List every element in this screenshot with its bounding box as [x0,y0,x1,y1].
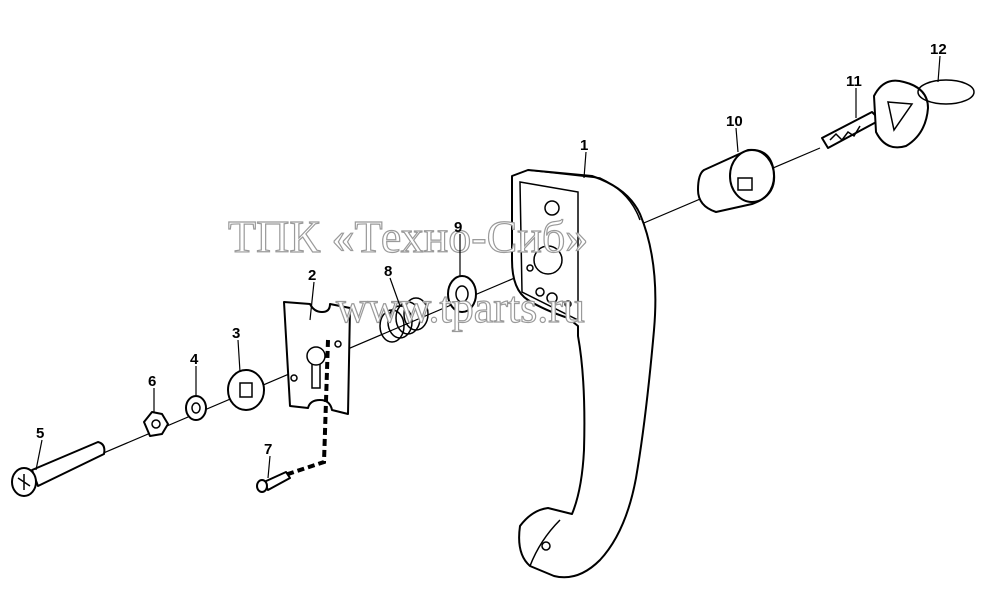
part-7-screw[interactable] [256,471,291,493]
leader-7 [267,455,271,479]
watermark-url: www.tparts.ru [336,283,585,332]
callout-5: 5 [36,425,44,442]
callout-12: 12 [930,41,947,58]
part-9-washer[interactable] [447,275,477,313]
callout-6: 6 [148,373,156,390]
leader-5 [35,439,43,471]
part-12-key-ring[interactable] [917,79,975,105]
part-1-handle[interactable] [511,169,657,579]
part-8-spring[interactable] [379,297,429,343]
leader-2 [309,281,315,321]
callout-9: 9 [454,219,462,236]
callout-3: 3 [232,325,240,342]
callout-2: 2 [308,267,316,284]
part-2-plate[interactable] [283,301,351,415]
leader-12 [937,55,941,83]
part-10-lock-cylinder[interactable] [697,148,776,213]
callout-4: 4 [190,351,199,368]
callout-11: 11 [846,73,862,90]
watermark-company: ТПК «Техно-Сиб» [228,211,588,262]
callout-1: 1 [580,137,588,154]
part-11-key[interactable] [821,79,929,149]
assembly-axis [39,147,821,481]
part-5-bolt[interactable] [11,441,106,497]
leader-10 [735,127,739,153]
callout-7: 7 [264,441,272,458]
leader-1 [583,151,587,179]
part-3-square-washer[interactable] [227,369,265,411]
callout-8: 8 [384,263,392,280]
callout-10: 10 [726,113,743,130]
dashed-position-line [281,339,330,478]
leader-8 [389,277,401,307]
leader-3 [237,339,241,373]
part-4-washer[interactable] [185,395,207,421]
part-6-nut[interactable] [143,411,169,437]
